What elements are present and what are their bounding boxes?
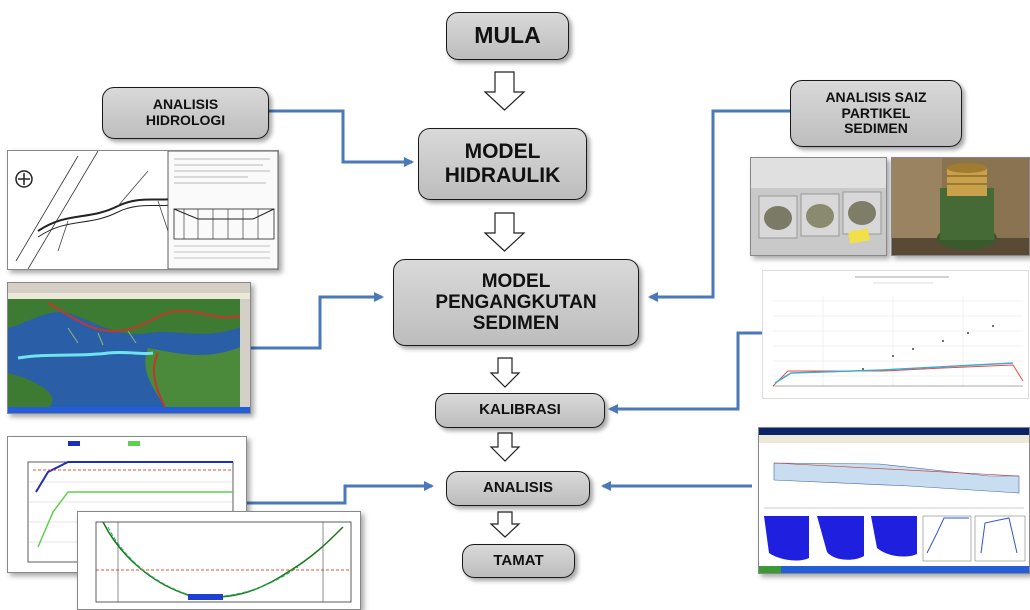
- river-profile-software-image: [758, 427, 1030, 574]
- node-model-pengangkutan: MODEL PENGANGKUTAN SEDIMEN: [393, 259, 639, 346]
- cross-section-plot-image: [77, 511, 361, 610]
- down-arrow-1: [483, 71, 526, 111]
- node-model-hidraulik: MODEL HIDRAULIK: [418, 128, 587, 200]
- sediment-sample-trays-photo: [750, 157, 887, 256]
- sieve-shaker-photo: [891, 157, 1030, 256]
- node-analisis-hidrologi: ANALISIS HIDROLOGI: [102, 87, 269, 139]
- connector-terrain-to-pengangkutan: [248, 292, 384, 350]
- down-arrow-4: [489, 432, 521, 462]
- down-arrow-2: [483, 212, 526, 252]
- node-analisis-saiz: ANALISIS SAIZ PARTIKEL SEDIMEN: [790, 80, 962, 147]
- node-tamat: TAMAT: [462, 544, 575, 578]
- connector-hidrologi-to-hidraulik: [268, 109, 414, 167]
- down-arrow-5: [489, 511, 521, 538]
- connector-profiles-to-analisis: [245, 481, 434, 505]
- calibration-chart-image: [762, 270, 1029, 399]
- hydrological-map-image: [7, 150, 279, 270]
- node-mula: MULA: [446, 12, 569, 60]
- node-kalibrasi: KALIBRASI: [435, 393, 605, 428]
- hydraulic-model-3d-terrain-image: [7, 282, 251, 414]
- connector-chart-to-kalibrasi: [608, 331, 762, 414]
- connector-saiz-to-pengangkutan: [648, 109, 790, 302]
- down-arrow-3: [489, 357, 521, 388]
- node-analisis: ANALISIS: [446, 471, 590, 506]
